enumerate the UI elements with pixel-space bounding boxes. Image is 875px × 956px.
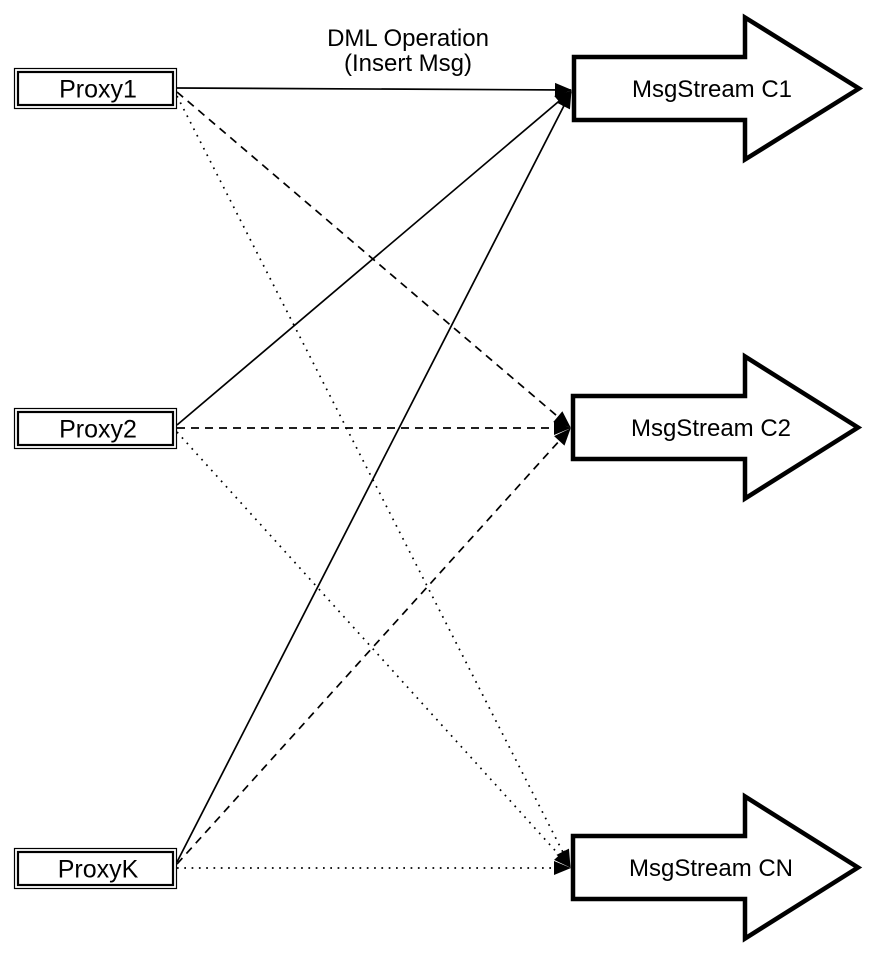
node-proxy1: Proxy1: [13, 67, 178, 110]
edges: [176, 82, 572, 875]
proxyk-box-outer: [13, 847, 178, 890]
proxy1-box-outer: [13, 67, 178, 110]
edge-proxy1-to-msgstream-c1: [176, 82, 572, 97]
node-msgstream-cn: MsgStream CN: [570, 792, 863, 943]
proxyk-label: ProxyK: [58, 855, 139, 883]
dml-annotation-line2: (Insert Msg): [344, 50, 472, 77]
node-msgstream-c1: MsgStream C1: [571, 13, 864, 164]
edge-proxyk-to-msgstream-c1: [176, 91, 572, 863]
edge-proxy1-to-msgstream-c2: [176, 91, 571, 428]
edge-proxy2-to-msgstream-cn: [176, 431, 571, 868]
dml-annotation-line1: DML Operation: [327, 25, 489, 52]
proxy2-box-inner: [16, 410, 175, 447]
proxy2-label: Proxy2: [59, 415, 137, 443]
proxy1-label: Proxy1: [59, 75, 137, 103]
msgstream-c2-label: MsgStream C2: [631, 415, 791, 442]
msgstream-c1-arrow-shape: [571, 13, 864, 164]
edge-proxy2-to-msgstream-c1: [176, 90, 572, 426]
msgstream-cn-label: MsgStream CN: [629, 855, 793, 882]
dml-annotation: DML Operation (Insert Msg): [327, 25, 489, 77]
msgstream-c2-arrow-shape: [570, 352, 863, 503]
msgstream-c1-label: MsgStream C1: [632, 76, 792, 103]
msgstream-cn-arrow-shape: [570, 792, 863, 943]
proxy2-box-outer: [13, 407, 178, 450]
proxy1-box-inner: [16, 70, 175, 107]
edge-proxy1-to-msgstream-cn: [176, 95, 571, 867]
node-proxyk: ProxyK: [13, 847, 178, 890]
edge-proxyk-to-msgstream-c2: [176, 428, 571, 865]
node-msgstream-c2: MsgStream C2: [570, 352, 863, 503]
proxyk-box-inner: [16, 850, 175, 887]
node-proxy2: Proxy2: [13, 407, 178, 450]
